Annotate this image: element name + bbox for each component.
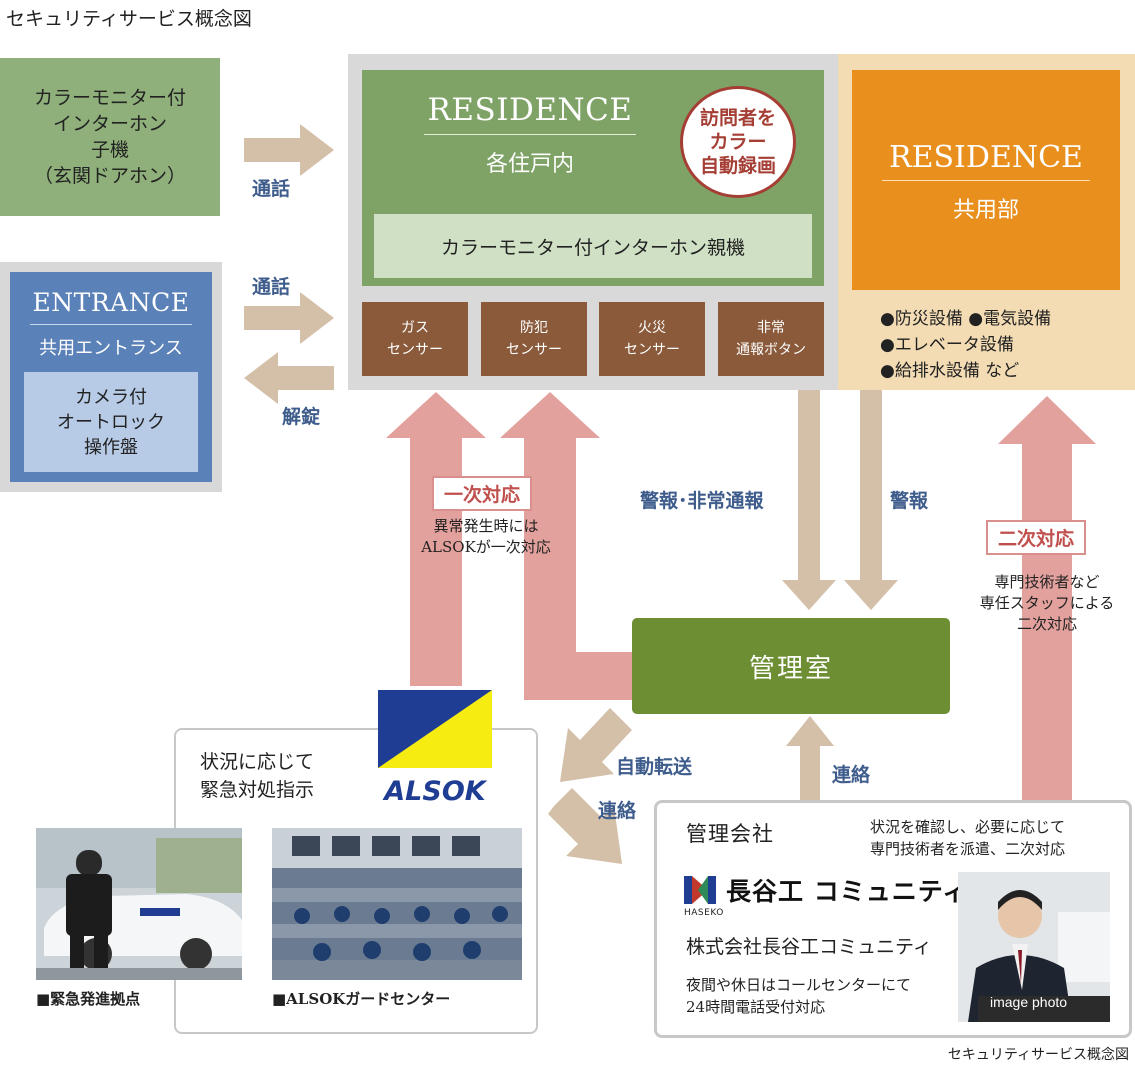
emergency-base-photo <box>36 828 242 980</box>
note-line: 専門技術者など <box>994 573 1100 591</box>
diagram-caption: セキュリティサービス概念図 <box>947 1047 1129 1063</box>
second-response-label: 二次対応 <box>986 520 1087 555</box>
instruction-line: 緊急対処指示 <box>200 779 315 801</box>
call-center-note: 夜間や休日はコールセンターにて 24時間電話受付対応 <box>686 974 911 1018</box>
note-line: ALSOKが一次対応 <box>421 538 551 556</box>
note-line: 24時間電話受付対応 <box>686 998 826 1016</box>
alsok-instruction: 状況に応じて 緊急対処指示 <box>200 748 314 804</box>
alsok-logo-text: ALSOK <box>384 776 486 807</box>
residence-unit-subtitle: 各住戸内 <box>485 152 574 177</box>
arrow-auto-transfer <box>560 708 632 782</box>
arrow-first-response-right <box>500 392 634 700</box>
intercom-line: 子機 <box>90 139 129 161</box>
fire-sensor: 火災 センサー <box>599 302 705 376</box>
entrance-subtitle: 共用エントランス <box>39 338 183 359</box>
instruction-line: 状況に応じて <box>200 751 315 773</box>
haseko-small-text: HASEKO <box>684 908 724 918</box>
intercom-line: カラーモニター付 <box>33 87 186 109</box>
intercom-line: インターホン <box>52 113 167 135</box>
panel-line: オートロック <box>57 411 165 433</box>
staff-photo-caption: image photo <box>990 994 1068 1010</box>
staff-photo <box>958 872 1110 1022</box>
arrow-first-response-left <box>386 392 486 686</box>
residence-common-subtitle: 共用部 <box>952 198 1019 223</box>
management-company-note: 状況を確認し、必要に応じて 専門技術者を派遣、二次対応 <box>870 816 1065 860</box>
diagram-title: セキュリティサービス概念図 <box>6 8 252 30</box>
guard-center-photo <box>272 828 522 980</box>
note-line: 夜間や休日はコールセンターにて <box>686 976 912 994</box>
sensor-line: 通報ボタン <box>736 342 806 358</box>
first-response-label: 一次対応 <box>432 476 533 511</box>
arrow-call-intercom <box>244 124 334 176</box>
residence-unit-title: RESIDENCE <box>427 92 633 128</box>
residence-unit-divider <box>424 134 636 135</box>
sensor-line: ガス <box>401 320 429 336</box>
sensor-line: 火災 <box>638 320 666 336</box>
panel-line: カメラ付 <box>75 386 147 408</box>
sensor-line: センサー <box>506 342 562 358</box>
arrow-second-response <box>998 396 1096 800</box>
security-sensor: 防犯 センサー <box>481 302 587 376</box>
equipment-line: ●エレベータ設備 <box>880 335 1014 355</box>
sensor-line: 非常 <box>757 320 785 336</box>
note-line: 状況を確認し、必要に応じて <box>870 818 1066 836</box>
note-line: 二次対応 <box>1016 615 1077 633</box>
equipment-line: ●給排水設備 など <box>880 361 1020 381</box>
gas-sensor: ガス センサー <box>362 302 468 376</box>
sensor-line: 防犯 <box>520 320 548 336</box>
haseko-logo-icon <box>684 876 716 904</box>
label-alarm-emergency: 警報･非常通報 <box>640 490 764 512</box>
second-response-note: 専門技術者など 専任スタッフによる 二次対応 <box>962 572 1132 635</box>
label-contact-company: 連絡 <box>598 800 637 822</box>
intercom-line: （玄関ドアホン） <box>33 165 186 187</box>
first-response-note: 異常発生時には ALSOKが一次対応 <box>404 516 568 558</box>
label-auto-transfer: 自動転送 <box>616 756 693 778</box>
arrow-contact-company <box>548 788 622 864</box>
intercom-sub-unit: カラーモニター付 インターホン 子機 （玄関ドアホン） <box>0 58 220 216</box>
note-line: 専任スタッフによる <box>979 594 1115 612</box>
badge-line: 訪問者を <box>699 107 776 129</box>
alsok-logo-icon <box>378 690 492 768</box>
entrance-divider <box>30 324 192 325</box>
note-line: 異常発生時には <box>433 517 539 535</box>
badge-line: カラー <box>709 131 767 153</box>
equipment-line: ●防災設備 ●電気設備 <box>880 309 1052 329</box>
intercom-master-unit: カラーモニター付インターホン親機 <box>374 214 812 278</box>
sensor-line: センサー <box>387 342 443 358</box>
entrance-title: ENTRANCE <box>32 288 190 317</box>
haseko-brand-text: 長谷工 コミュニティ <box>726 877 969 906</box>
label-alarm: 警報 <box>890 490 929 512</box>
sensor-line: センサー <box>624 342 680 358</box>
arrow-alarm-emergency <box>782 390 836 610</box>
emergency-button: 非常 通報ボタン <box>718 302 824 376</box>
management-room: 管理室 <box>632 618 950 714</box>
emergency-base-caption: ■緊急発進拠点 <box>36 990 141 1008</box>
label-call-entrance: 通話 <box>252 276 291 298</box>
label-contact-room: 連絡 <box>832 764 871 786</box>
residence-common-divider <box>882 180 1090 181</box>
label-unlock: 解錠 <box>282 406 321 428</box>
panel-line: 操作盤 <box>84 436 138 458</box>
arrow-unlock <box>244 352 334 404</box>
autolock-panel: カメラ付 オートロック 操作盤 <box>24 372 198 472</box>
note-line: 専門技術者を派遣、二次対応 <box>870 840 1066 858</box>
residence-common-title: RESIDENCE <box>889 140 1083 175</box>
badge-line: 自動録画 <box>699 155 776 177</box>
arrow-alarm <box>844 390 898 610</box>
visitor-recording-badge: 訪問者を カラー 自動録画 <box>680 86 796 198</box>
arrow-call-entrance <box>244 292 334 344</box>
guard-center-caption: ■ALSOKガードセンター <box>272 990 451 1008</box>
company-name: 株式会社長谷工コミュニティ <box>686 936 932 958</box>
management-company-title: 管理会社 <box>686 822 774 846</box>
label-call-intercom: 通話 <box>252 178 291 200</box>
arrow-contact-room <box>786 716 834 800</box>
